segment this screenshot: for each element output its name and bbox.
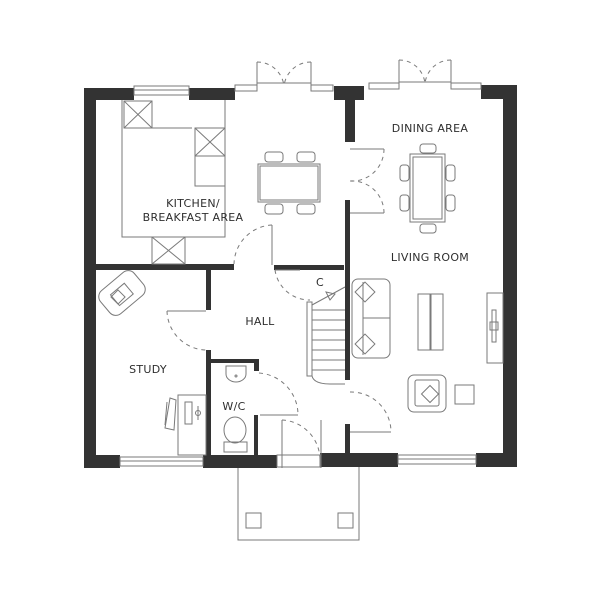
room-label-dining: DINING AREA: [391, 122, 469, 135]
room-label-living: LIVING ROOM: [390, 251, 470, 264]
room-label-kitchen: KITCHEN/ BREAKFAST AREA: [142, 197, 244, 224]
fixtures: [98, 59, 504, 541]
room-label-study: STUDY: [129, 363, 167, 376]
walls: [84, 85, 517, 468]
room-label-cupboard: C: [316, 276, 324, 289]
room-label-hall: HALL: [245, 315, 275, 328]
room-label-wc: W/C: [222, 400, 246, 413]
